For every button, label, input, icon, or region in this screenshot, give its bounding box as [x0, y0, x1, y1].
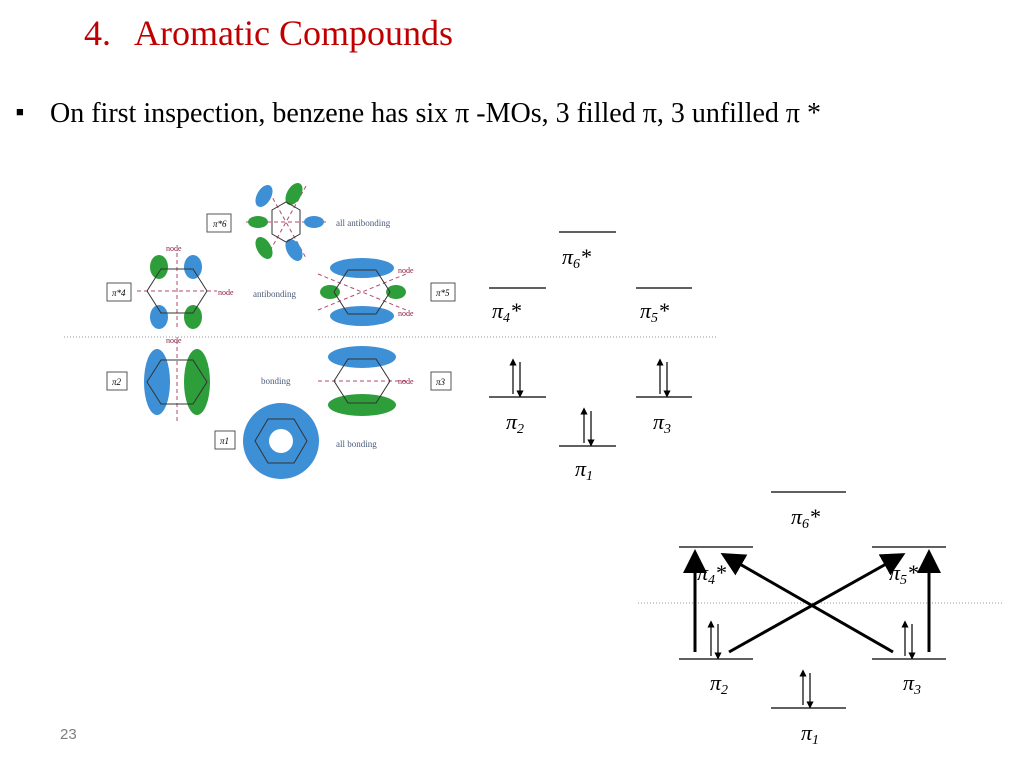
title-text: Aromatic Compounds — [134, 13, 453, 53]
energy-diagram-top: π6* π4* π5* π2 π3 π1 — [489, 231, 692, 484]
bullet-text: On first inspection, benzene has six π -… — [50, 98, 822, 129]
annotation-node-2: node — [218, 288, 234, 297]
label-box-pi2 — [106, 371, 128, 391]
label-bottom-pi6: π6* — [791, 504, 820, 532]
label-box-pi5 — [430, 282, 456, 302]
label-top-pi1: π1 — [575, 456, 593, 484]
orbital-pi1 — [243, 403, 319, 479]
page-number: 23 — [60, 726, 77, 743]
label-top-pi3: π3 — [653, 409, 671, 437]
slide-title: 4. Aromatic Compounds — [84, 12, 453, 54]
label-top-pi6: π6* — [562, 244, 591, 272]
energy-diagram-bottom: π6* π4* π5* π2 π3 π1 — [679, 491, 946, 748]
label-bottom-pi4: π4* — [697, 560, 726, 588]
orbital-pi4-star — [137, 253, 217, 329]
label-pi4: π*4 — [112, 288, 126, 298]
label-top-pi2: π2 — [506, 409, 524, 437]
annotation-all-bonding: all bonding — [336, 439, 377, 449]
title-number: 4. — [84, 13, 111, 53]
annotation-node-1: node — [166, 244, 182, 253]
label-bottom-pi5: π5* — [889, 560, 918, 588]
label-bottom-pi1: π1 — [801, 720, 819, 748]
annotation-node-4: node — [398, 309, 414, 318]
label-pi2: π2 — [112, 377, 122, 387]
label-bottom-pi3: π3 — [903, 670, 921, 698]
annotation-all-antibonding: all antibonding — [336, 218, 391, 228]
annotation-bonding: bonding — [261, 376, 291, 386]
label-pi6: π*6 — [213, 219, 227, 229]
label-bottom-pi2: π2 — [710, 670, 728, 698]
label-top-pi5: π5* — [640, 298, 669, 326]
label-box-pi6 — [206, 213, 232, 233]
label-pi3: π3 — [436, 377, 446, 387]
label-box-pi1 — [214, 430, 236, 450]
annotation-node-6: node — [398, 377, 414, 386]
annotation-node-5: node — [166, 336, 182, 345]
bullet-square-icon: ■ — [16, 104, 24, 119]
label-pi1: π1 — [220, 436, 229, 446]
label-box-pi4 — [106, 282, 132, 302]
annotation-antibonding: antibonding — [253, 289, 296, 299]
label-pi5: π*5 — [436, 288, 450, 298]
benzene-orbital-picture: π*6 all antibonding node node π*4 antibo… — [106, 183, 456, 479]
label-box-pi3 — [430, 371, 452, 391]
orbital-pi5-star — [317, 258, 407, 326]
orbital-pi3 — [318, 346, 406, 416]
orbital-pi6-star — [246, 183, 326, 261]
label-top-pi4: π4* — [492, 298, 521, 326]
transition-arrow-pi3-pi4 — [720, 553, 894, 654]
annotation-node-3: node — [398, 266, 414, 275]
orbital-pi2 — [144, 340, 210, 424]
